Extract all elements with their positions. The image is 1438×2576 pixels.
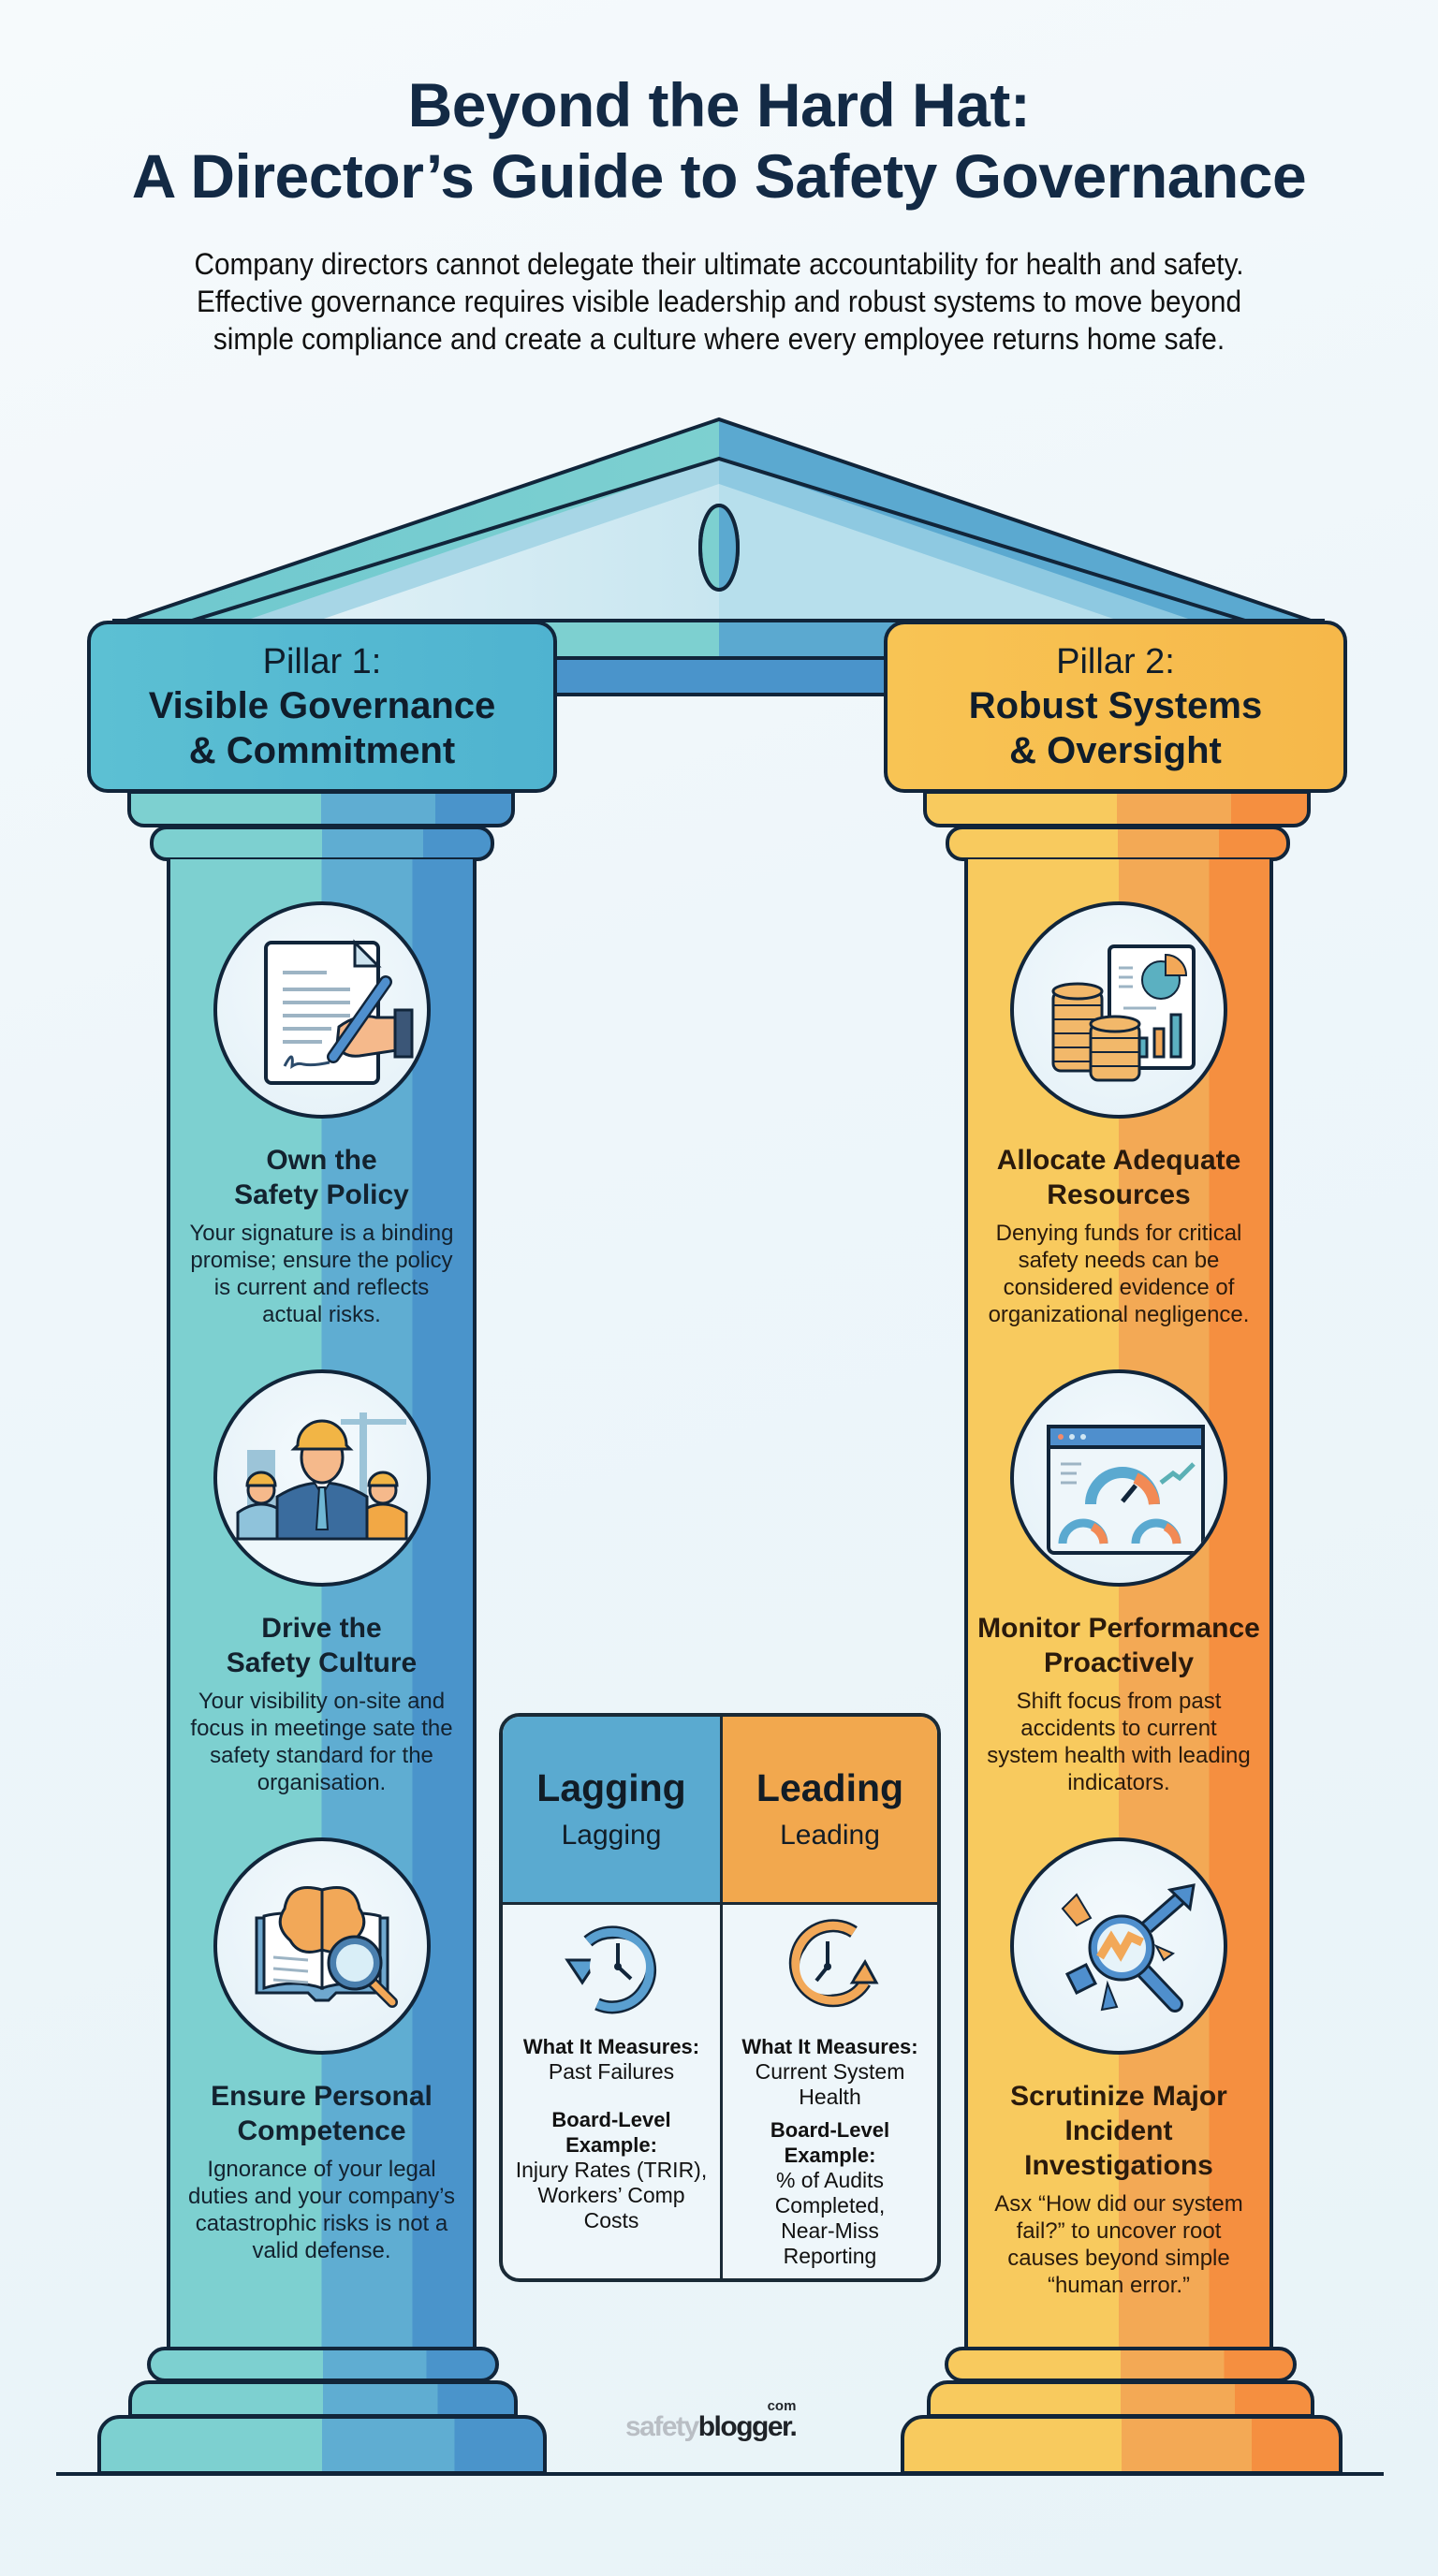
leading-header: Leading Leading	[723, 1717, 937, 1905]
clock-backward-icon	[503, 1916, 720, 2017]
item-description: Ignorance of your legal duties and your …	[187, 2157, 456, 2263]
intro-line-3: simple compliance and create a culture w…	[213, 322, 1225, 356]
lagging-heading: Lagging	[536, 1766, 686, 1809]
leading-example-value: % of Audits Completed, Near-Miss Reporti…	[774, 2168, 886, 2268]
leading-measures-label: What It Measures:	[741, 2035, 918, 2058]
pillar2-plinth	[901, 2415, 1343, 2475]
leading-column: Leading Leading What It Measures: Curren…	[720, 1717, 937, 2278]
pillar1-plinth	[97, 2415, 547, 2475]
intro-line-2: Effective governance requires visible le…	[196, 285, 1242, 318]
title-line-1: Beyond the Hard Hat:	[407, 70, 1031, 139]
lagging-subheading: Lagging	[561, 1820, 662, 1851]
leading-subheading: Leading	[780, 1820, 880, 1851]
lagging-header: Lagging Lagging	[503, 1717, 720, 1905]
lagging-measures-label: What It Measures:	[522, 2035, 700, 2058]
item-description: Your visibility on-site and focus in mee…	[190, 1689, 453, 1795]
safetyblogger-logo: safetyblogger. com	[625, 2398, 798, 2442]
pillar2-name-line1: Robust Systems	[968, 685, 1263, 726]
incident-investigation-icon	[1010, 1837, 1227, 2055]
indicator-comparison-table: Lagging Lagging What It Measures: Past F…	[499, 1713, 941, 2282]
item-description: Shift focus from past accidents to curre…	[987, 1689, 1251, 1795]
pillar2-name-line2: & Oversight	[1009, 730, 1222, 771]
pillar1-base-ring	[147, 2347, 499, 2382]
item-description: Your signature is a binding promise; ens…	[189, 1221, 454, 1327]
pillar1-number: Pillar 1:	[262, 642, 382, 681]
item-description: Denying funds for critical safety needs …	[988, 1221, 1250, 1327]
leading-measures-value: Current System Health	[755, 2059, 905, 2109]
roof-pediment-icon	[112, 417, 1325, 696]
pillar1-header: Pillar 1: Visible Governance & Commitmen…	[87, 621, 557, 793]
pillar2-number: Pillar 2:	[1056, 642, 1175, 681]
intro-text: Company directors cannot delegate their …	[120, 245, 1318, 358]
pillar1-capital-upper	[127, 790, 515, 827]
intro-line-1: Company directors cannot delegate their …	[194, 247, 1244, 281]
pillar2-header: Pillar 2: Robust Systems & Oversight	[884, 621, 1347, 793]
lagging-example-value: Injury Rates (TRIR), Workers’ Comp Costs	[515, 2158, 708, 2232]
coins-report-icon	[1010, 901, 1227, 1119]
pillar1-base-step	[128, 2380, 518, 2418]
leading-example-label: Board-Level Example:	[770, 2118, 890, 2167]
leadership-hard-hat-icon	[213, 1369, 431, 1587]
pillar1-capital-lower	[150, 826, 494, 861]
title-line-2: A Director’s Guide to Safety Governance	[131, 141, 1307, 211]
pillar2-capital-upper	[923, 790, 1311, 827]
pillar1-name-line1: Visible Governance	[148, 685, 496, 726]
lagging-column: Lagging Lagging What It Measures: Past F…	[503, 1717, 720, 2278]
lagging-example-label: Board-Level Example:	[551, 2108, 671, 2157]
brain-book-magnifier-icon	[213, 1837, 431, 2055]
pillar2-base-step	[927, 2380, 1314, 2418]
pillar1-name-line2: & Commitment	[188, 730, 456, 771]
page-title: Beyond the Hard Hat: A Director’s Guide …	[0, 69, 1438, 212]
leading-heading: Leading	[756, 1766, 904, 1809]
clock-forward-icon	[723, 1916, 937, 2017]
pillar2-capital-lower	[946, 826, 1290, 861]
signing-document-icon	[213, 901, 431, 1119]
item-description: Asx “How did our system fail?” to uncove…	[994, 2191, 1243, 2298]
pillar2-base-ring	[945, 2347, 1297, 2382]
ground-line	[56, 2472, 1384, 2476]
dashboard-gauges-icon	[1010, 1369, 1227, 1587]
lagging-measures-value: Past Failures	[548, 2059, 675, 2084]
